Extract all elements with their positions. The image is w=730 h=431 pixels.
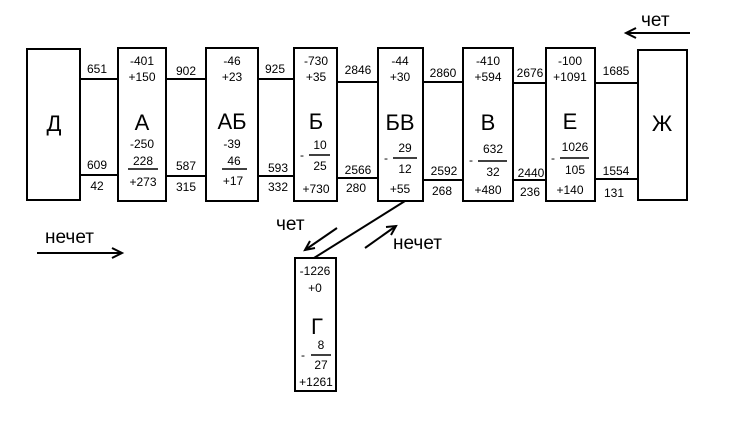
haul-V-E-odd-bottom: 236 bbox=[519, 185, 541, 199]
station-AB-bottom: +17 bbox=[222, 174, 244, 188]
haul-AB-B-odd-bottom: 332 bbox=[267, 180, 289, 194]
haul-E-ZH-odd: 1554 bbox=[602, 164, 630, 178]
haul-B-BV-odd-bottom: 280 bbox=[345, 181, 367, 195]
haul-B-BV-odd: 2566 bbox=[344, 163, 372, 177]
station-A-bottom: +273 bbox=[129, 175, 157, 189]
haul-A-AB-even: 902 bbox=[175, 64, 197, 78]
station-AB-mid: -39 bbox=[223, 137, 241, 151]
station-G-name: Г bbox=[311, 314, 323, 339]
station-AB-name: АБ bbox=[217, 109, 247, 134]
station-E-top1: -100 bbox=[557, 54, 583, 68]
station-BV-frac-den: 12 bbox=[398, 162, 412, 176]
station-A-box bbox=[117, 47, 167, 202]
odd-direction-label-left: нечет bbox=[45, 227, 94, 248]
fraction-bars bbox=[128, 154, 589, 356]
station-ZH-name: Ж bbox=[651, 111, 673, 136]
station-B-bottom: +730 bbox=[302, 182, 330, 196]
haul-D-A-even: 651 bbox=[86, 62, 108, 76]
even-direction-label-top: чет bbox=[641, 10, 670, 31]
station-V-frac-sign: - bbox=[469, 153, 473, 167]
station-E-bottom: +140 bbox=[556, 183, 584, 197]
station-E-frac-sign: - bbox=[551, 151, 555, 165]
station-AB-box bbox=[205, 47, 259, 202]
station-E-box bbox=[545, 47, 596, 202]
arrow-odd-branch bbox=[364, 224, 398, 249]
haul-A-AB-odd: 587 bbox=[175, 159, 197, 173]
station-E-name: Е bbox=[562, 109, 578, 134]
station-ZH-box bbox=[637, 49, 688, 201]
haul-BV-V-even: 2860 bbox=[429, 66, 457, 80]
station-B-top1: -730 bbox=[303, 54, 329, 68]
station-V-name: В bbox=[480, 110, 496, 135]
station-A-frac-num: 228 bbox=[132, 154, 154, 168]
station-E-frac-den: 105 bbox=[564, 163, 586, 177]
branch-line bbox=[313, 200, 406, 259]
haul-BV-V-odd-bottom: 268 bbox=[431, 184, 453, 198]
haul-D-A-odd-bottom: 42 bbox=[90, 179, 104, 193]
station-G-bottom: +1261 bbox=[299, 375, 333, 389]
station-V-top1: -410 bbox=[475, 54, 501, 68]
haul-A-AB-odd-below: 315 bbox=[175, 180, 197, 194]
station-B-frac-sign: - bbox=[300, 148, 304, 162]
station-A-top1: -401 bbox=[129, 54, 155, 68]
station-V-box bbox=[462, 47, 514, 202]
station-V-frac-num: 632 bbox=[482, 142, 504, 156]
station-G-top2: +0 bbox=[308, 281, 322, 295]
station-BV-box bbox=[377, 47, 424, 202]
station-D-box bbox=[26, 48, 81, 201]
station-B-box bbox=[293, 47, 338, 202]
haul-B-BV-even: 2846 bbox=[344, 63, 372, 77]
station-G-frac-num: 8 bbox=[317, 338, 325, 352]
arrow-odd-left bbox=[37, 247, 125, 259]
station-A-name: А bbox=[134, 110, 150, 135]
arrow-even-branch bbox=[303, 227, 338, 252]
station-V-bottom: +480 bbox=[474, 183, 502, 197]
station-A-top2: +150 bbox=[128, 70, 156, 84]
station-AB-top1: -46 bbox=[223, 54, 241, 68]
haul-E-ZH-odd-bottom: 131 bbox=[603, 186, 625, 200]
station-AB-top2: +23 bbox=[221, 70, 243, 84]
station-B-name: Б bbox=[308, 109, 324, 134]
station-BV-bottom: +55 bbox=[389, 182, 411, 196]
station-BV-top2: +30 bbox=[389, 70, 411, 84]
even-direction-label-branch: чет bbox=[276, 214, 305, 235]
haul-AB-B-even: 925 bbox=[264, 62, 286, 76]
station-BV-frac-sign: - bbox=[384, 151, 388, 165]
station-B-top2: +35 bbox=[305, 70, 327, 84]
haul-D-A-odd: 609 bbox=[86, 158, 108, 172]
station-G-top1: -1226 bbox=[299, 264, 331, 278]
station-G-frac-den: 27 bbox=[314, 358, 328, 372]
station-BV-name: БВ bbox=[385, 110, 415, 135]
station-E-top2: +1091 bbox=[553, 70, 587, 84]
haul-E-ZH-even: 1685 bbox=[602, 64, 630, 78]
station-AB-frac-num: 46 bbox=[227, 154, 241, 168]
haul-AB-B-odd: 593 bbox=[267, 161, 289, 175]
odd-haul-lines bbox=[80, 174, 638, 181]
station-V-top2: +594 bbox=[474, 70, 502, 84]
station-E-frac-num: 1026 bbox=[561, 140, 589, 154]
haul-V-E-even: 2676 bbox=[516, 66, 544, 80]
station-G-frac-sign: - bbox=[301, 348, 305, 362]
station-V-frac-den: 32 bbox=[486, 165, 500, 179]
station-D-name: Д bbox=[46, 111, 62, 136]
station-A-mid: -250 bbox=[129, 137, 155, 151]
station-BV-frac-num: 29 bbox=[398, 141, 412, 155]
haul-V-E-odd: 2440 bbox=[517, 166, 545, 180]
station-BV-top1: -44 bbox=[391, 54, 409, 68]
even-haul-lines bbox=[80, 78, 638, 84]
odd-direction-label-branch: нечет bbox=[393, 233, 442, 254]
station-B-frac-den: 25 bbox=[313, 159, 327, 173]
haul-BV-V-odd: 2592 bbox=[430, 164, 458, 178]
arrow-even-top bbox=[623, 27, 690, 39]
station-B-frac-num: 10 bbox=[313, 138, 327, 152]
